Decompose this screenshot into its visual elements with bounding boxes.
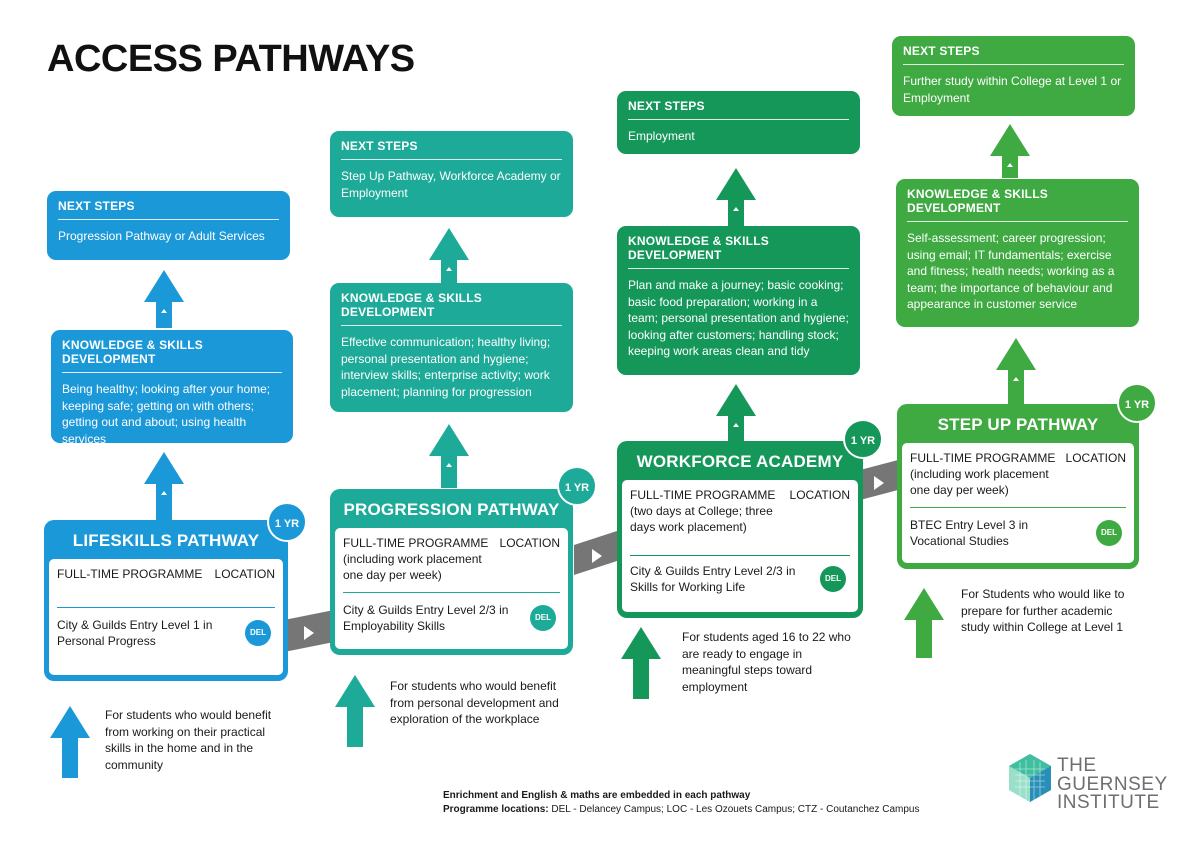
- road-play-icon-3: [874, 476, 884, 490]
- workforce-next-steps: NEXT STEPS Employment: [617, 91, 860, 154]
- up-arrow-icon: [429, 228, 469, 284]
- next-steps-heading: NEXT STEPS: [58, 199, 279, 220]
- next-steps-heading: NEXT STEPS: [903, 44, 1124, 65]
- up-arrow-icon: [144, 270, 184, 328]
- programme-type: FULL-TIME PROGRAMME: [57, 567, 203, 581]
- logo-line-1: THE: [1057, 755, 1097, 776]
- programme-type: FULL-TIME PROGRAMME (including work plac…: [910, 451, 1056, 497]
- programme-type: FULL-TIME PROGRAMME (two days at College…: [630, 488, 776, 534]
- stepup-pathway-card: STEP UP PATHWAY FULL-TIME PROGRAMME (inc…: [897, 404, 1139, 569]
- location-label: LOCATION: [214, 567, 275, 581]
- qualification: City & Guilds Entry Level 2/3 in Skills …: [630, 564, 796, 594]
- next-steps-text: Further study within College at Level 1 …: [903, 74, 1122, 105]
- duration-badge: 1 YR: [1117, 383, 1157, 423]
- skills-heading: KNOWLEDGE & SKILLS DEVELOPMENT: [62, 338, 282, 373]
- programme-type: FULL-TIME PROGRAMME (including work plac…: [343, 536, 489, 582]
- next-steps-text: Employment: [628, 129, 695, 143]
- qualification: City & Guilds Entry Level 2/3 in Employa…: [343, 603, 509, 633]
- up-arrow-icon: [990, 124, 1030, 178]
- workforce-academy-card: WORKFORCE ACADEMY FULL-TIME PROGRAMME (t…: [617, 441, 863, 618]
- progression-skills-box: KNOWLEDGE & SKILLS DEVELOPMENT Effective…: [330, 283, 573, 412]
- up-arrow-icon: [716, 384, 756, 442]
- up-arrow-icon: [335, 675, 375, 747]
- footer-locations-text: DEL - Delancey Campus; LOC - Les Ozouets…: [551, 804, 920, 815]
- skills-heading: KNOWLEDGE & SKILLS DEVELOPMENT: [907, 187, 1128, 222]
- location-badge: DEL: [245, 620, 271, 646]
- location-label: LOCATION: [499, 536, 560, 550]
- skills-text: Self-assessment; career progression; usi…: [907, 231, 1115, 311]
- skills-text: Effective communication; healthy living;…: [341, 335, 551, 399]
- location-badge: DEL: [1096, 520, 1122, 546]
- lifeskills-skills-box: KNOWLEDGE & SKILLS DEVELOPMENT Being hea…: [51, 330, 293, 446]
- audience-text: For students aged 16 to 22 who are ready…: [682, 630, 851, 694]
- pathway-title: LIFESKILLS PATHWAY: [72, 531, 260, 550]
- skills-heading: KNOWLEDGE & SKILLS DEVELOPMENT: [341, 291, 562, 326]
- skills-heading: KNOWLEDGE & SKILLS DEVELOPMENT: [628, 234, 849, 269]
- qualification: BTEC Entry Level 3 in Vocational Studies: [910, 518, 1029, 548]
- location-label: LOCATION: [1065, 451, 1126, 465]
- up-arrow-icon: [904, 588, 944, 658]
- next-steps-text: Step Up Pathway, Workforce Academy or Em…: [341, 169, 561, 200]
- location-label: LOCATION: [789, 488, 850, 502]
- location-badge: DEL: [530, 605, 556, 631]
- up-arrow-icon: [144, 452, 184, 522]
- road-play-icon-2: [592, 549, 602, 563]
- pathway-title: PROGRESSION PATHWAY: [343, 500, 560, 519]
- progression-next-steps: NEXT STEPS Step Up Pathway, Workforce Ac…: [330, 131, 573, 217]
- workforce-skills-box: KNOWLEDGE & SKILLS DEVELOPMENT Plan and …: [617, 226, 860, 375]
- next-steps-text: Progression Pathway or Adult Services: [58, 229, 265, 243]
- audience-text: For students who would benefit from work…: [105, 708, 272, 772]
- lifeskills-next-steps: NEXT STEPS Progression Pathway or Adult …: [47, 191, 290, 260]
- pathway-title: STEP UP PATHWAY: [937, 415, 1099, 434]
- skills-text: Plan and make a journey; basic cooking; …: [628, 278, 849, 358]
- progression-pathway-card: PROGRESSION PATHWAY FULL-TIME PROGRAMME …: [330, 489, 573, 655]
- guernsey-institute-logo-icon: [1009, 754, 1051, 802]
- logo-line-2: GUERNSEY: [1057, 773, 1168, 795]
- footer-line-1: Enrichment and English & maths are embed…: [443, 790, 751, 801]
- skills-text: Being healthy; looking after your home; …: [62, 382, 271, 446]
- stepup-next-steps: NEXT STEPS Further study within College …: [892, 36, 1135, 116]
- audience-text: For students who would benefit from pers…: [390, 679, 559, 726]
- qualification: City & Guilds Entry Level 1 in Personal …: [57, 618, 213, 648]
- duration-badge: 1 YR: [557, 466, 597, 506]
- up-arrow-icon: [716, 168, 756, 226]
- logo-wordmark: THE GUERNSEY INSTITUTE: [1057, 755, 1168, 813]
- up-arrow-icon: [50, 706, 90, 778]
- page-title: ACCESS PATHWAYS: [47, 38, 415, 80]
- pathway-title: WORKFORCE ACADEMY: [636, 452, 844, 471]
- audience-text: For Students who would like to prepare f…: [961, 587, 1125, 634]
- up-arrow-icon: [621, 627, 661, 699]
- duration-badge: 1 YR: [843, 419, 883, 459]
- duration-badge: 1 YR: [267, 502, 307, 542]
- lifeskills-pathway-card: LIFESKILLS PATHWAY FULL-TIME PROGRAMME L…: [44, 520, 288, 681]
- stepup-skills-box: KNOWLEDGE & SKILLS DEVELOPMENT Self-asse…: [896, 179, 1139, 327]
- up-arrow-icon: [996, 338, 1036, 404]
- footer-notes: Enrichment and English & maths are embed…: [443, 789, 919, 817]
- road-play-icon-1: [304, 626, 314, 640]
- footer-locations-label: Programme locations:: [443, 804, 549, 815]
- next-steps-heading: NEXT STEPS: [628, 99, 849, 120]
- next-steps-heading: NEXT STEPS: [341, 139, 562, 160]
- location-badge: DEL: [820, 566, 846, 592]
- up-arrow-icon: [429, 424, 469, 488]
- logo-line-3: INSTITUTE: [1057, 792, 1160, 813]
